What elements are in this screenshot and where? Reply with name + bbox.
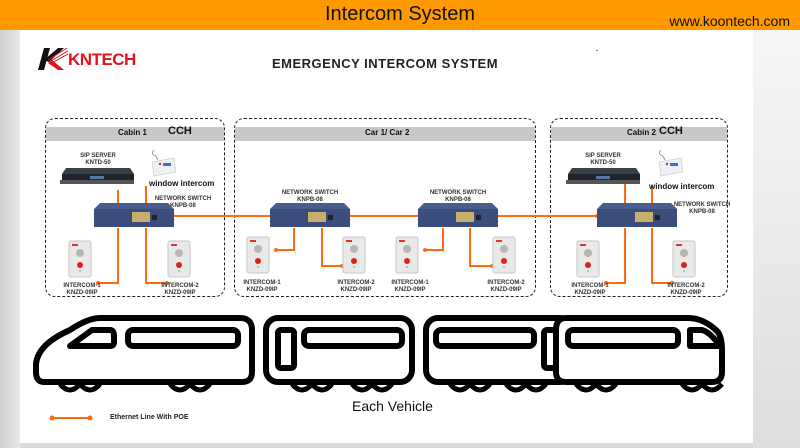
train-window bbox=[433, 327, 537, 349]
intercom-panel-icon bbox=[167, 240, 191, 278]
intercom-panel-icon bbox=[492, 236, 516, 274]
sip-server-device-icon bbox=[566, 168, 640, 184]
intercom-panel-icon bbox=[342, 236, 366, 274]
train-illustration bbox=[33, 315, 725, 393]
network-switch-device-icon bbox=[270, 203, 350, 227]
left-margin bbox=[0, 30, 20, 448]
intercom-panel-icon bbox=[672, 240, 696, 278]
network-switch-device-icon bbox=[94, 203, 174, 227]
window-intercom-device-icon bbox=[658, 149, 684, 177]
section-car-1-car-2: Car 1/ Car 2 bbox=[234, 118, 536, 297]
intercom-panel-icon bbox=[68, 240, 92, 278]
window-intercom-device-icon bbox=[151, 149, 177, 177]
sip-server-device-icon bbox=[60, 168, 134, 184]
section-label: Cabin 1 bbox=[118, 128, 147, 137]
network-switch-device-icon bbox=[418, 203, 498, 227]
cch-tag: CCH bbox=[659, 125, 683, 137]
section-header bbox=[551, 127, 727, 141]
header-bar: Intercom System www.koontech.com bbox=[0, 0, 800, 30]
section-label: Car 1/ Car 2 bbox=[365, 128, 410, 137]
section-cabin-2: Cabin 2 CCH bbox=[550, 118, 728, 297]
legend-ethernet-line-icon bbox=[49, 415, 93, 421]
train-window bbox=[687, 327, 723, 349]
legend-label: Ethernet Line With POE bbox=[110, 414, 189, 421]
section-header bbox=[46, 127, 224, 141]
right-margin bbox=[753, 30, 800, 448]
intercom-panel-icon bbox=[576, 240, 600, 278]
stray-mark bbox=[596, 50, 598, 51]
link-intercom bbox=[651, 228, 672, 284]
section-header bbox=[235, 127, 535, 141]
link-intercom bbox=[276, 228, 295, 251]
link-intercom bbox=[321, 228, 342, 267]
kntech-logo: KNTECH bbox=[36, 46, 136, 72]
link-intercom bbox=[145, 228, 167, 284]
train-door bbox=[275, 327, 297, 371]
link-intercom bbox=[469, 228, 492, 267]
cch-tag: CCH bbox=[168, 125, 192, 137]
logo-k-icon bbox=[38, 47, 69, 70]
link-intercom bbox=[425, 228, 444, 251]
section-cabin-1: Cabin 1 CCH bbox=[45, 118, 225, 297]
train-caption: Each Vehicle bbox=[352, 398, 433, 414]
window-intercom-label: window intercom bbox=[149, 179, 215, 188]
website-url: www.koontech.com bbox=[669, 13, 790, 29]
link-intercom bbox=[98, 228, 119, 284]
network-switch-device-icon bbox=[597, 203, 677, 227]
intercom-panel-icon bbox=[395, 236, 419, 274]
train-window bbox=[67, 327, 117, 349]
diagram-title: EMERGENCY INTERCOM SYSTEM bbox=[272, 56, 499, 71]
logo-text: KNTECH bbox=[68, 50, 136, 69]
link-intercom bbox=[606, 228, 626, 284]
section-label: Cabin 2 bbox=[627, 128, 656, 137]
intercom-panel-icon bbox=[246, 236, 270, 274]
train-window bbox=[125, 327, 241, 349]
train-window bbox=[301, 327, 405, 349]
train-window bbox=[565, 327, 681, 349]
header-title: Intercom System bbox=[324, 3, 476, 25]
window-intercom-label: window intercom bbox=[649, 182, 715, 191]
